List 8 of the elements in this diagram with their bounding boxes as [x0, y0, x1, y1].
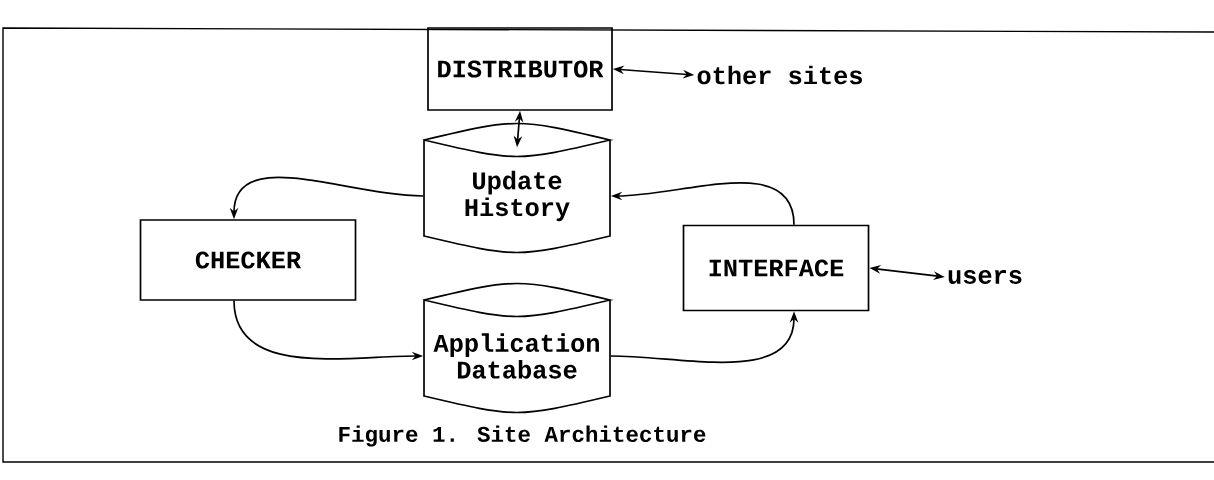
- process-box: INTERFACE: [682, 224, 870, 312]
- process-box: CHECKER: [139, 219, 357, 301]
- database-cylinder: Application Database: [423, 282, 611, 414]
- label-text: other sites: [697, 65, 862, 85]
- caption: Figure 1. Site Architecture: [339, 425, 706, 447]
- label-text: users: [948, 270, 1022, 284]
- database-cylinder: Update History: [423, 122, 611, 254]
- process-box: DISTRIBUTOR: [427, 27, 613, 111]
